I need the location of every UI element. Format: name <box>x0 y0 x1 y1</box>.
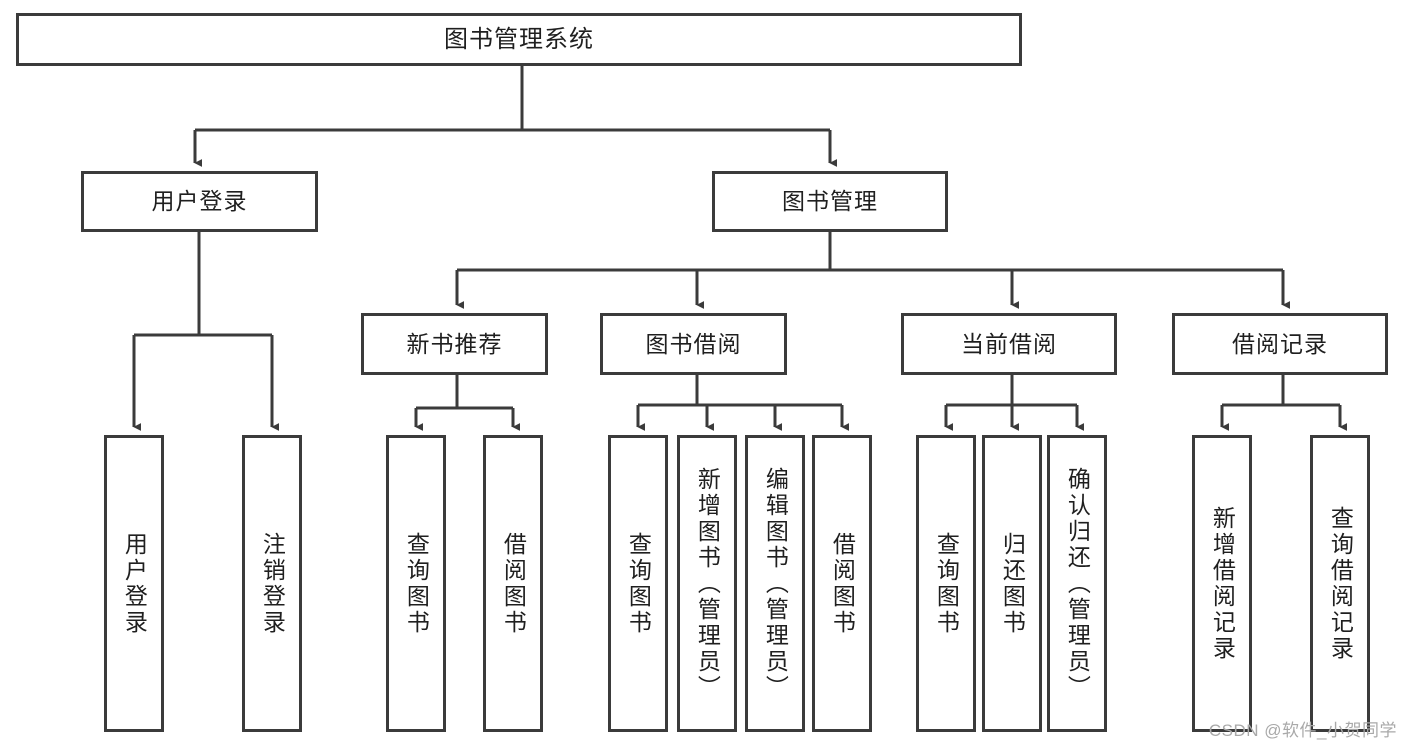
leaf-borrow-record-add-record[interactable]: 新增借阅记录 <box>1192 435 1252 732</box>
node-label: 当前借阅 <box>961 330 1057 357</box>
node-label: 图书借阅 <box>645 330 742 357</box>
node-label: 用户登录 <box>151 188 248 215</box>
leaf-book-borrow-add-book-admin[interactable]: 新增图书（管理员） <box>677 435 737 732</box>
node-label: 新书推荐 <box>406 330 503 357</box>
node-label: 图书管理 <box>782 188 878 215</box>
node-label: 查询图书 <box>933 531 960 636</box>
node-label: 借阅记录 <box>1232 330 1328 357</box>
node-label: 新增图书（管理员） <box>694 466 721 701</box>
node-borrow-record[interactable]: 借阅记录 <box>1172 313 1388 375</box>
node-label: 借阅图书 <box>829 531 856 636</box>
watermark-text: CSDN @软件_小贺同学 <box>1208 721 1397 740</box>
leaf-current-borrow-return-book[interactable]: 归还图书 <box>982 435 1042 732</box>
leaf-borrow-record-query-record[interactable]: 查询借阅记录 <box>1310 435 1370 732</box>
node-user-login[interactable]: 用户登录 <box>81 171 318 232</box>
leaf-book-borrow-borrow-book[interactable]: 借阅图书 <box>812 435 872 732</box>
node-label: 注销登录 <box>259 531 286 636</box>
leaf-current-borrow-confirm-return-admin[interactable]: 确认归还（管理员） <box>1047 435 1107 732</box>
node-label: 查询图书 <box>403 531 430 636</box>
node-current-borrow[interactable]: 当前借阅 <box>901 313 1117 375</box>
node-label: 查询借阅记录 <box>1327 505 1354 662</box>
leaf-book-borrow-edit-book-admin[interactable]: 编辑图书（管理员） <box>745 435 805 732</box>
node-label: 确认归还（管理员） <box>1064 466 1091 701</box>
node-book-borrow[interactable]: 图书借阅 <box>600 313 787 375</box>
node-book-management[interactable]: 图书管理 <box>712 171 948 232</box>
leaf-book-borrow-query-book[interactable]: 查询图书 <box>608 435 668 732</box>
node-new-book-recommend[interactable]: 新书推荐 <box>361 313 548 375</box>
node-root-book-management-system[interactable]: 图书管理系统 <box>16 13 1022 66</box>
leaf-user-login-logout[interactable]: 注销登录 <box>242 435 302 732</box>
node-label: 编辑图书（管理员） <box>762 466 789 701</box>
node-label: 借阅图书 <box>500 531 527 636</box>
node-label: 查询图书 <box>625 531 652 636</box>
leaf-user-login-login[interactable]: 用户登录 <box>104 435 164 732</box>
leaf-current-borrow-query-book[interactable]: 查询图书 <box>916 435 976 732</box>
node-label: 归还图书 <box>999 531 1026 636</box>
node-label: 用户登录 <box>121 531 148 636</box>
leaf-new-book-query-book[interactable]: 查询图书 <box>386 435 446 732</box>
node-label: 新增借阅记录 <box>1209 505 1236 662</box>
node-label: 图书管理系统 <box>444 25 594 53</box>
leaf-new-book-borrow-book[interactable]: 借阅图书 <box>483 435 543 732</box>
